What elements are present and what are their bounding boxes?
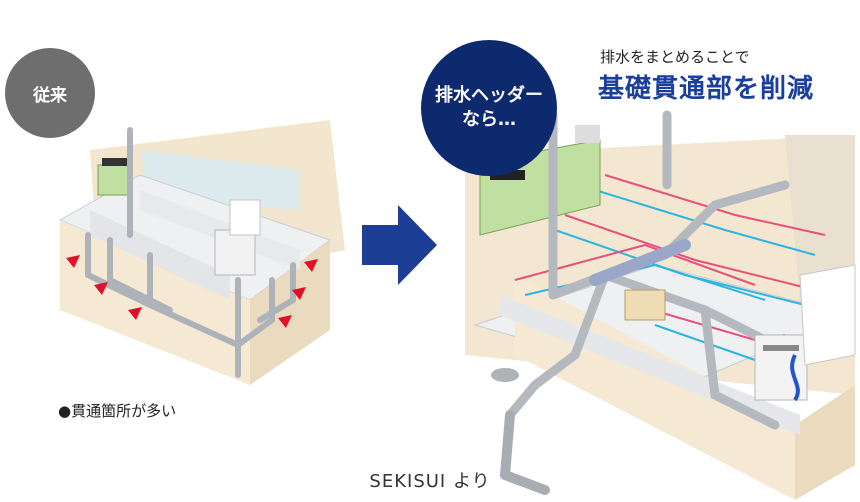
drain-header-manifold xyxy=(589,239,691,286)
penetration-markers xyxy=(66,255,318,328)
marker xyxy=(128,307,142,320)
transition-arrow-icon xyxy=(362,205,437,285)
kitchen-counter xyxy=(97,164,133,196)
conventional-badge: 従来 xyxy=(5,48,95,138)
drain-header-badge: 排水ヘッダー なら… xyxy=(421,40,557,176)
bathroom-unit xyxy=(214,229,256,276)
header-plumbing-illustration xyxy=(465,110,856,500)
marker xyxy=(278,315,292,328)
marker xyxy=(66,255,80,268)
drain-header-badge-line2: なら… xyxy=(462,109,516,130)
conventional-caption: ●貫通箇所が多い xyxy=(58,402,177,420)
marker xyxy=(292,287,306,300)
marker xyxy=(304,259,318,272)
drain-header-badge-line1: 排水ヘッダー xyxy=(435,85,543,106)
headline-small: 排水をまとめることで xyxy=(600,48,750,66)
conventional-plumbing-illustration xyxy=(58,120,345,385)
marker xyxy=(94,282,108,295)
conventional-badge-label: 従来 xyxy=(33,85,67,106)
source-credit: SEKISUI より xyxy=(369,471,491,492)
headline-large: 基礎貫通部を削減 xyxy=(598,74,815,104)
